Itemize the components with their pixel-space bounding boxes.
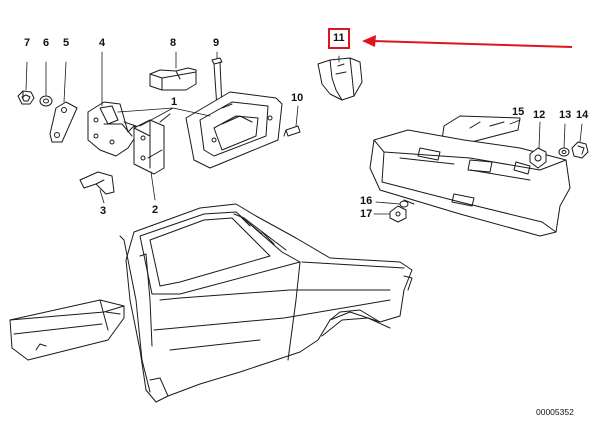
part-6-washer — [39, 95, 53, 107]
part-label-15: 15 — [512, 106, 525, 118]
part-8-block — [149, 67, 197, 91]
car-body-panel — [119, 203, 413, 403]
part-label-9: 9 — [213, 37, 220, 49]
part-16-washer — [399, 200, 409, 208]
tail-panel — [369, 129, 571, 237]
sill-rail — [9, 299, 125, 361]
part-label-17: 17 — [360, 208, 373, 220]
part-label-3: 3 — [100, 205, 107, 217]
part-label-8: 8 — [170, 37, 177, 49]
part-13-washer — [558, 147, 570, 157]
part-14-cap-nut — [571, 141, 589, 159]
part-10-stud — [283, 125, 301, 137]
part-12-nut — [529, 147, 547, 169]
part-11-cap — [317, 57, 363, 101]
part-1-flap-frame — [185, 91, 283, 169]
leader-lines — [25, 51, 583, 215]
part-3-clip — [79, 171, 115, 195]
part-label-2: 2 — [152, 204, 159, 216]
part-4-hinge — [87, 101, 141, 157]
part-label-4: 4 — [99, 37, 106, 49]
part-label-11: 11 — [333, 32, 345, 44]
part-label-14: 14 — [576, 109, 589, 121]
part-label-6: 6 — [43, 37, 50, 49]
part-label-1: 1 — [171, 96, 178, 108]
part-7-nut — [17, 90, 35, 105]
part-2-bracket — [123, 113, 171, 175]
part-label-7: 7 — [24, 37, 31, 49]
part-5-strap — [49, 101, 78, 143]
part-17-nut — [389, 205, 407, 223]
part-label-5: 5 — [63, 37, 70, 49]
part-label-10: 10 — [291, 92, 304, 104]
highlight-box — [328, 28, 350, 49]
catalog-number: 00005352 — [536, 407, 574, 417]
part-label-12: 12 — [533, 109, 546, 121]
highlight-arrow — [362, 35, 573, 48]
part-label-13: 13 — [559, 109, 572, 121]
part-label-16: 16 — [360, 195, 373, 207]
